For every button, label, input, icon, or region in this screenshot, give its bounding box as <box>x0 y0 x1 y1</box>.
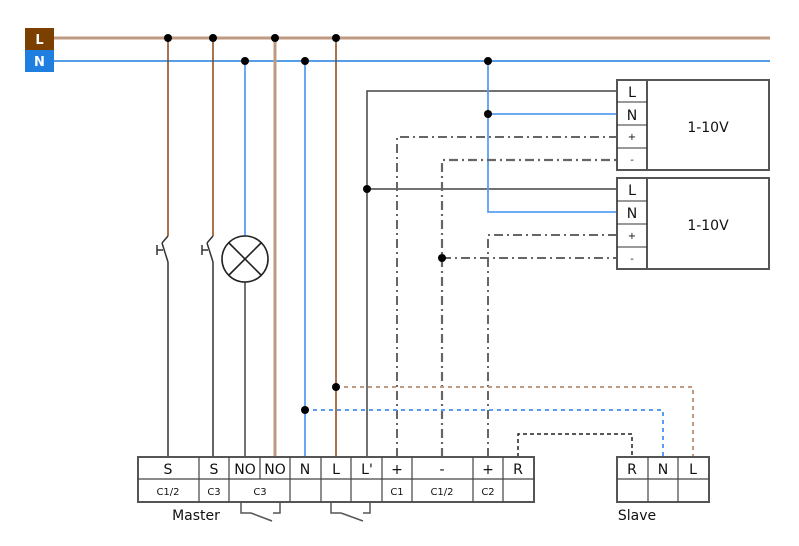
junction-dot <box>301 406 309 414</box>
master-terminal-S1: S <box>164 462 173 478</box>
master-terminal-R: R <box>513 462 523 478</box>
master-terminal-N: N <box>300 462 310 478</box>
junction-dot <box>241 57 249 65</box>
junction-dot <box>484 110 492 118</box>
signal-C2-plus <box>487 234 617 457</box>
master-channel-C12: C1/2 <box>430 487 453 498</box>
master-terminal-plus-C2: + <box>482 462 494 478</box>
driver-1: L N + - 1-10V <box>616 79 770 171</box>
junction-dot <box>438 254 446 262</box>
lamp-icon <box>221 235 269 283</box>
slave-caption: Slave <box>618 508 656 524</box>
driver-2-terminal-N: N <box>627 206 637 222</box>
master-terminal-block: S S NO NO N L L' + - + R C1/2 C3 C3 C1 C… <box>137 456 535 524</box>
driver-1-terminal-plus: + <box>628 132 636 143</box>
master-channel-C2: C2 <box>481 487 494 498</box>
master-terminal-plus-C1: + <box>391 462 403 478</box>
driver-2-terminal-minus: - <box>630 254 634 265</box>
master-terminal-L: L <box>332 462 340 478</box>
signal-C12-minus <box>440 158 617 457</box>
junction-dot <box>332 34 340 42</box>
junction-dot <box>164 34 172 42</box>
driver-1-terminal-minus: - <box>630 155 634 166</box>
link-slave-R <box>517 433 633 457</box>
driver-1-terminal-L: L <box>628 85 636 101</box>
master-terminal-minus: - <box>439 462 444 478</box>
master-terminal-Lprime: L' <box>361 462 373 478</box>
master-channel-S1: C1/2 <box>156 487 179 498</box>
driver-2-terminal-L: L <box>628 183 636 199</box>
junction-dots <box>164 34 492 414</box>
neutral-bus-label: N <box>34 55 45 70</box>
junction-dot <box>332 383 340 391</box>
driver-2: L N + - 1-10V <box>616 177 770 270</box>
junction-dot <box>271 34 279 42</box>
neutral-bus-badge: N <box>25 50 54 72</box>
master-caption: Master <box>172 508 220 524</box>
master-terminal-NO2: NO <box>264 462 286 478</box>
junction-dot <box>484 57 492 65</box>
relay-contact-1-icon <box>240 502 281 522</box>
driver-2-terminal-plus: + <box>628 231 636 242</box>
slave-terminal-N: N <box>658 462 668 478</box>
master-channel-NO: C3 <box>253 487 266 498</box>
relay-contact-2-icon <box>330 502 371 522</box>
junction-dot <box>209 34 217 42</box>
master-channel-S2: C3 <box>207 487 220 498</box>
push-button-switch-2-icon <box>201 235 214 263</box>
link-slave-L <box>336 386 694 457</box>
driver-1-label: 1-10V <box>687 120 729 136</box>
driver-1-terminal-N: N <box>627 108 637 124</box>
slave-terminal-L: L <box>689 462 697 478</box>
master-terminal-S2: S <box>210 462 219 478</box>
live-bus-label: L <box>35 33 43 48</box>
slave-terminal-R: R <box>627 462 637 478</box>
slave-terminal-block: R N L Slave <box>616 456 710 524</box>
master-channel-C1: C1 <box>390 487 403 498</box>
driver-2-label: 1-10V <box>687 218 729 234</box>
junction-dot <box>301 57 309 65</box>
master-terminal-NO1: NO <box>234 462 256 478</box>
live-bus-badge: L <box>25 28 54 50</box>
junction-dot <box>363 185 371 193</box>
wire-master-Lprime <box>366 90 617 457</box>
push-button-switch-1-icon <box>156 235 169 263</box>
